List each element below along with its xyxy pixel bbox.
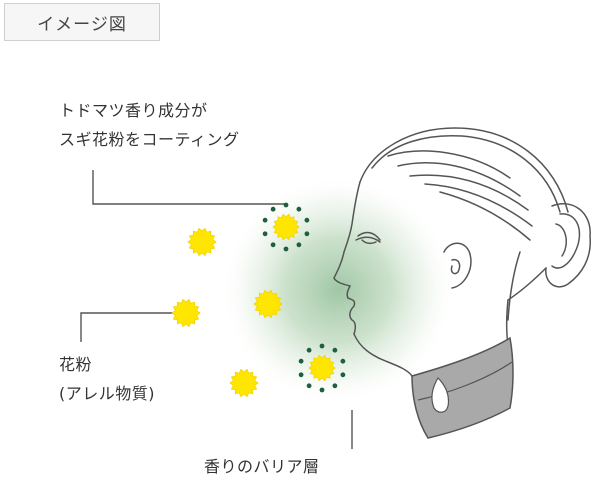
pollen-icon: [187, 227, 217, 257]
coating-dot: [283, 202, 289, 208]
pollen-leader-line: [80, 312, 186, 342]
coating-dot: [306, 347, 312, 353]
barrier-label-text: 香りのバリア層: [204, 457, 320, 476]
pollen-icon: [253, 289, 283, 319]
coating-label-line1: トドマツ香り成分が: [59, 101, 208, 120]
coating-dot: [270, 206, 276, 212]
coating-dot: [298, 372, 304, 378]
coating-dot: [332, 383, 338, 389]
pollen-label: 花粉 (アレル物質): [59, 350, 155, 408]
coating-dot: [340, 358, 346, 364]
coating-dot: [304, 231, 310, 237]
coated-pollen-icon: [272, 213, 300, 241]
collar-illustration: [411, 336, 514, 439]
coating-dot: [262, 231, 268, 237]
image-caption-text: イメージ図: [37, 14, 127, 35]
coated-pollen-icon: [308, 354, 336, 382]
coating-label-line2: スギ花粉をコーティング: [59, 130, 240, 149]
pollen-icon: [171, 298, 201, 328]
pollen-label-line1: 花粉: [59, 355, 93, 374]
coating-dot: [319, 387, 325, 393]
coating-label: トドマツ香り成分が スギ花粉をコーティング: [59, 96, 240, 154]
coating-dot: [340, 372, 346, 378]
coating-dot: [304, 217, 310, 223]
coating-dot: [298, 358, 304, 364]
coating-dot: [319, 343, 325, 349]
image-caption-tag: イメージ図: [4, 3, 160, 41]
coating-dot: [306, 383, 312, 389]
person-head-illustration: [333, 127, 591, 413]
coating-dot: [270, 242, 276, 248]
pollen-layer: [171, 202, 346, 398]
coating-dot: [262, 217, 268, 223]
pollen-label-line2: (アレル物質): [59, 384, 155, 403]
coating-dot: [296, 206, 302, 212]
barrier-glow: [220, 175, 456, 405]
coating-leader-line: [92, 170, 286, 205]
coating-dot: [283, 246, 289, 252]
pollen-icon: [229, 368, 259, 398]
coating-dot: [296, 242, 302, 248]
coating-dot: [332, 347, 338, 353]
barrier-label: 香りのバリア層: [204, 452, 320, 481]
